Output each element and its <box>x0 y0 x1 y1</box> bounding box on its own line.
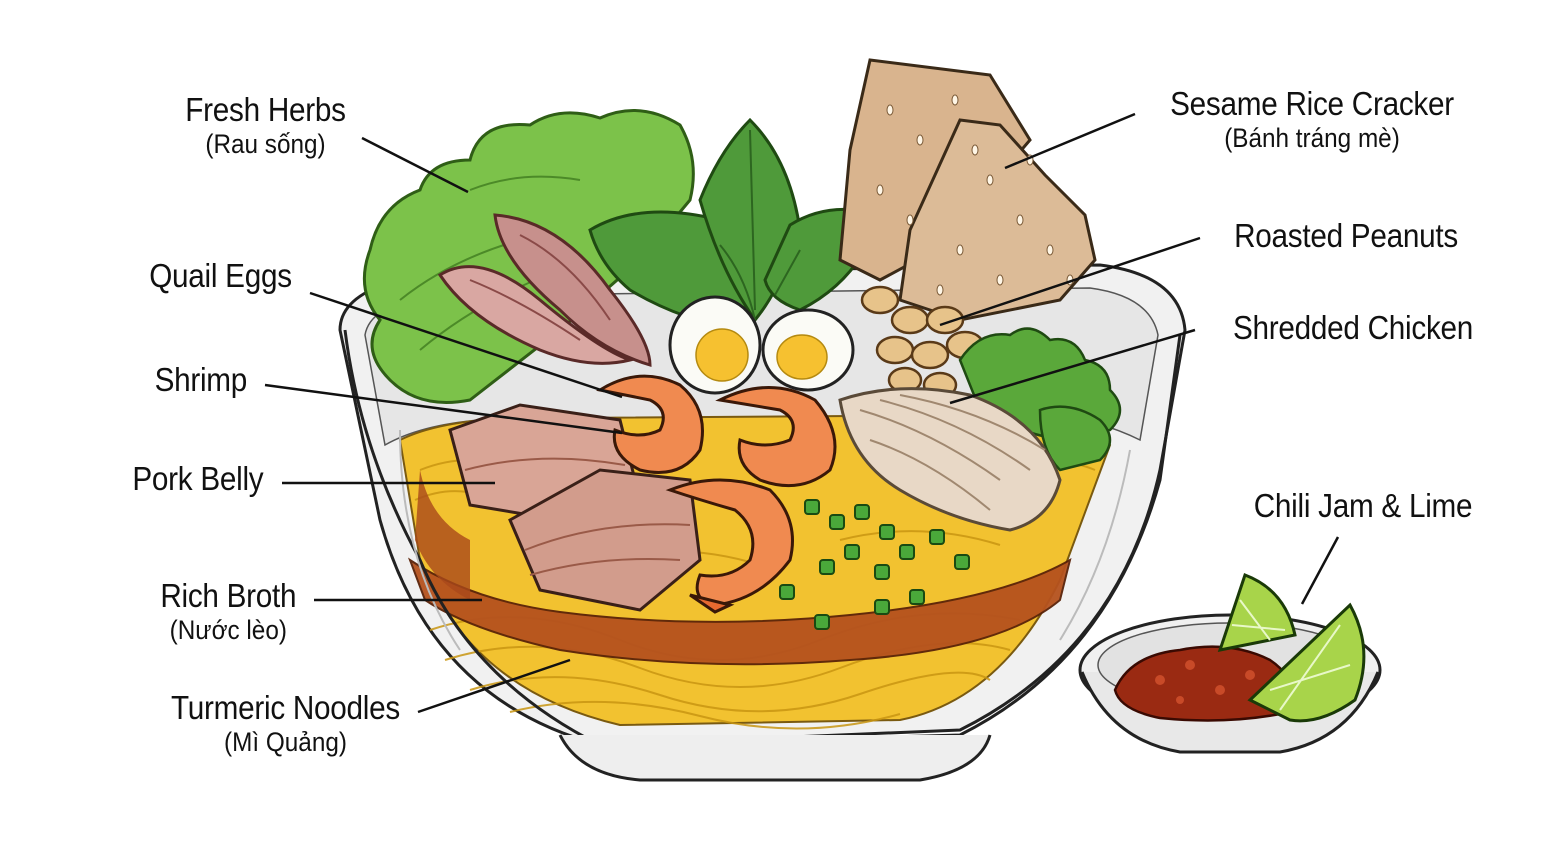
label-sesame-rice-cracker-main: Sesame Rice Cracker <box>1170 85 1454 122</box>
leader-shredded-chicken <box>949 328 1196 405</box>
leader-roasted-peanuts <box>939 236 1201 327</box>
shrimp-graphic <box>595 374 837 614</box>
label-fresh-herbs-sub: (Rau sống) <box>205 128 326 159</box>
label-fresh-herbs: Fresh Herbs (Rau sống) <box>150 91 360 159</box>
label-quail-eggs: Quail Eggs <box>116 257 306 295</box>
leader-shrimp <box>264 383 623 435</box>
label-fresh-herbs-main: Fresh Herbs <box>185 91 346 128</box>
shallot-graphic <box>437 213 652 368</box>
label-pork-belly-main: Pork Belly <box>132 460 264 497</box>
label-rich-broth-sub: (Nước lèo) <box>169 614 287 645</box>
leader-sesame-cracker <box>1004 112 1136 170</box>
label-turmeric-noodles-sub: (Mì Quảng) <box>224 726 347 757</box>
leader-chili-lime <box>1300 536 1340 605</box>
label-rich-broth-main: Rich Broth <box>160 577 297 614</box>
label-rich-broth: Rich Broth (Nước lèo) <box>126 577 312 645</box>
pork-belly-graphic <box>448 403 702 612</box>
lime-wedges <box>1217 573 1366 723</box>
label-pork-belly: Pork Belly <box>100 460 278 498</box>
label-sesame-rice-cracker-sub: (Bánh tráng mè) <box>1224 122 1400 153</box>
quail-eggs-graphic <box>668 295 855 395</box>
leader-quail-eggs <box>309 291 623 399</box>
label-shredded-chicken-main: Shredded Chicken <box>1232 309 1474 346</box>
label-shrimp: Shrimp <box>126 361 262 399</box>
scallions-graphic <box>779 499 970 630</box>
sesame-rice-cracker-graphic <box>838 58 1097 322</box>
label-chili-jam-lime: Chili Jam & Lime <box>1222 487 1504 525</box>
shredded-chicken-graphic <box>838 387 1062 532</box>
leader-fresh-herbs <box>361 136 469 194</box>
label-roasted-peanuts: Roasted Peanuts <box>1205 217 1487 255</box>
bowl-front <box>343 329 1182 782</box>
label-turmeric-noodles: Turmeric Noodles (Mì Quảng) <box>126 689 416 757</box>
label-shredded-chicken: Shredded Chicken <box>1200 309 1506 347</box>
label-chili-jam-lime-main: Chili Jam & Lime <box>1253 487 1473 524</box>
label-sesame-rice-cracker: Sesame Rice Cracker (Bánh tráng mè) <box>1138 85 1486 153</box>
label-quail-eggs-main: Quail Eggs <box>149 257 292 294</box>
label-shrimp-main: Shrimp <box>154 361 248 398</box>
leader-turmeric-noodles <box>417 658 571 714</box>
rich-broth-graphic <box>407 470 1072 666</box>
label-roasted-peanuts-main: Roasted Peanuts <box>1234 217 1458 254</box>
label-turmeric-noodles-main: Turmeric Noodles <box>171 689 400 726</box>
leader-lines <box>264 112 1340 714</box>
roasted-peanuts-graphic <box>860 285 985 399</box>
